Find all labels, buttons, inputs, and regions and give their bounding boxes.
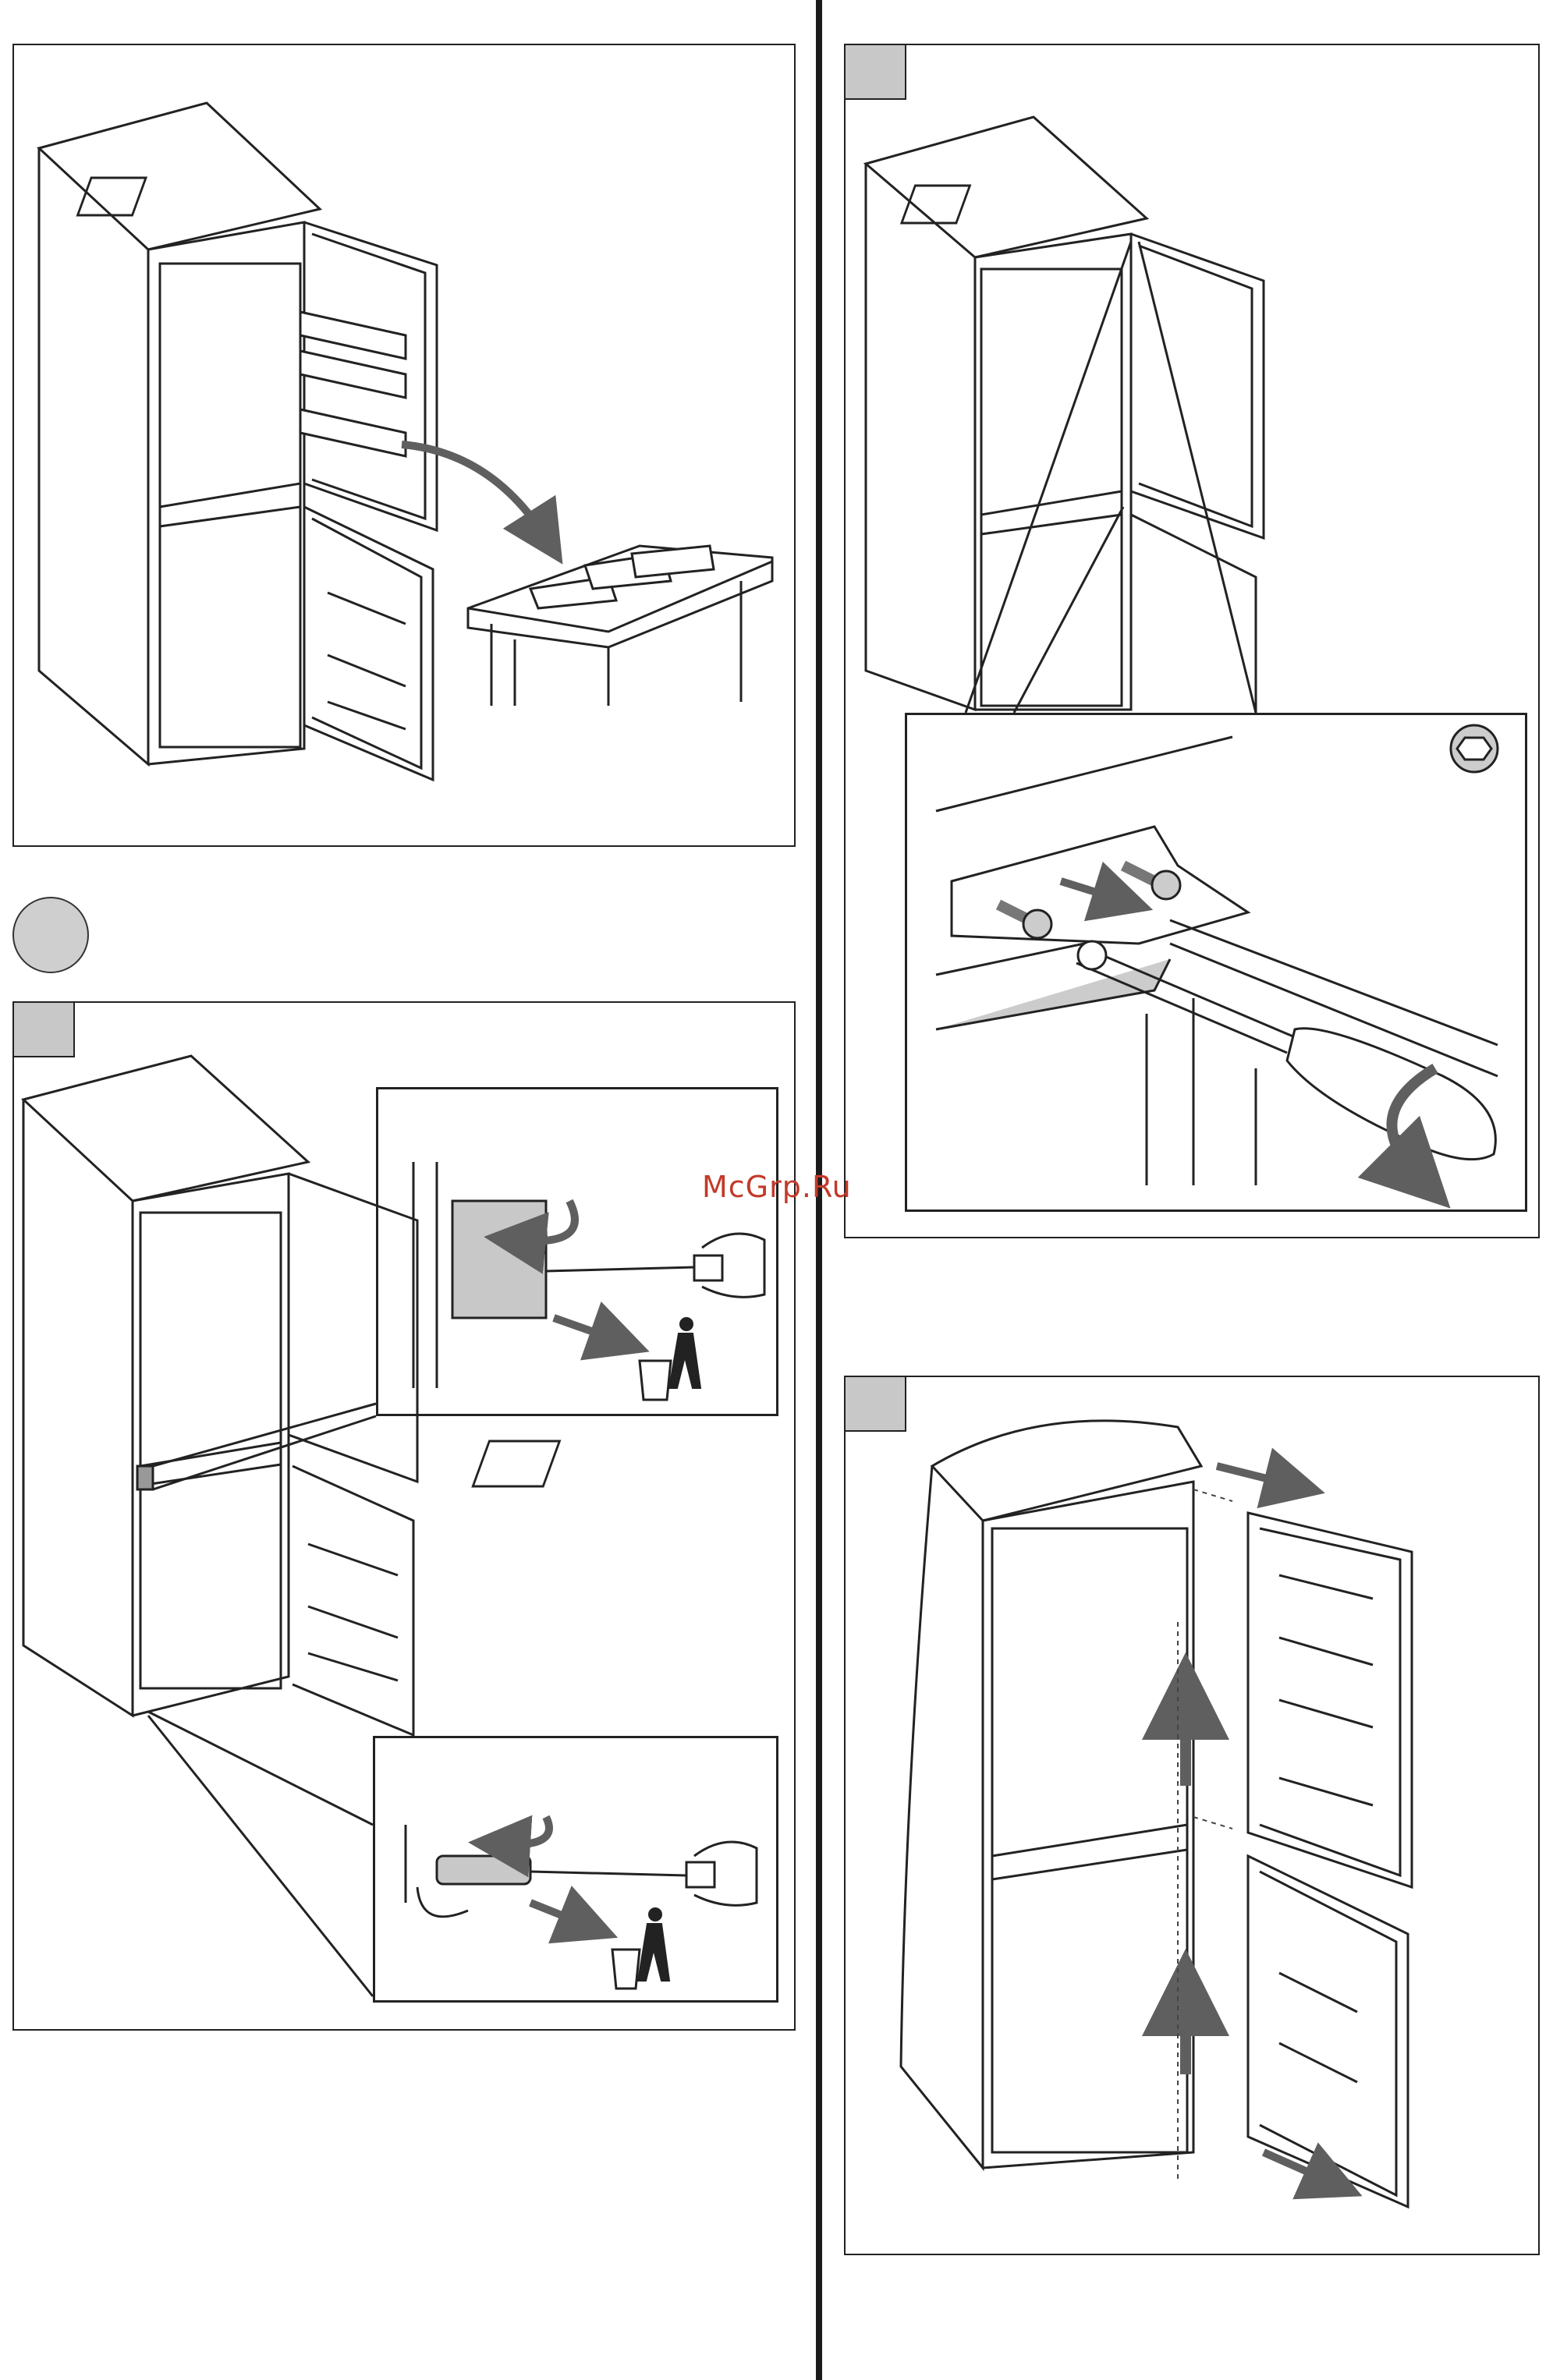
fridge-icon [473,1421,1201,2168]
screwdriver-icon [406,1825,714,1917]
watermark-text: McGrp.Ru [702,1170,852,1204]
door-icon [1248,1513,1412,1887]
curved-arrow-icon [554,1318,620,1341]
direction-arrow-icon [1217,1466,1295,1486]
curved-arrow-icon [402,444,546,538]
door-shelf-icon [300,312,406,456]
curved-arrow-icon [499,1817,549,1845]
curved-arrow-icon [530,1903,589,1926]
trash-bin-icon [640,1318,700,1400]
fridge-icon [866,117,1264,714]
fridge-icon [0,1056,417,1996]
trash-bin-icon [612,1908,669,1989]
hex-nut-icon [1451,725,1498,772]
table-icon [468,546,772,706]
